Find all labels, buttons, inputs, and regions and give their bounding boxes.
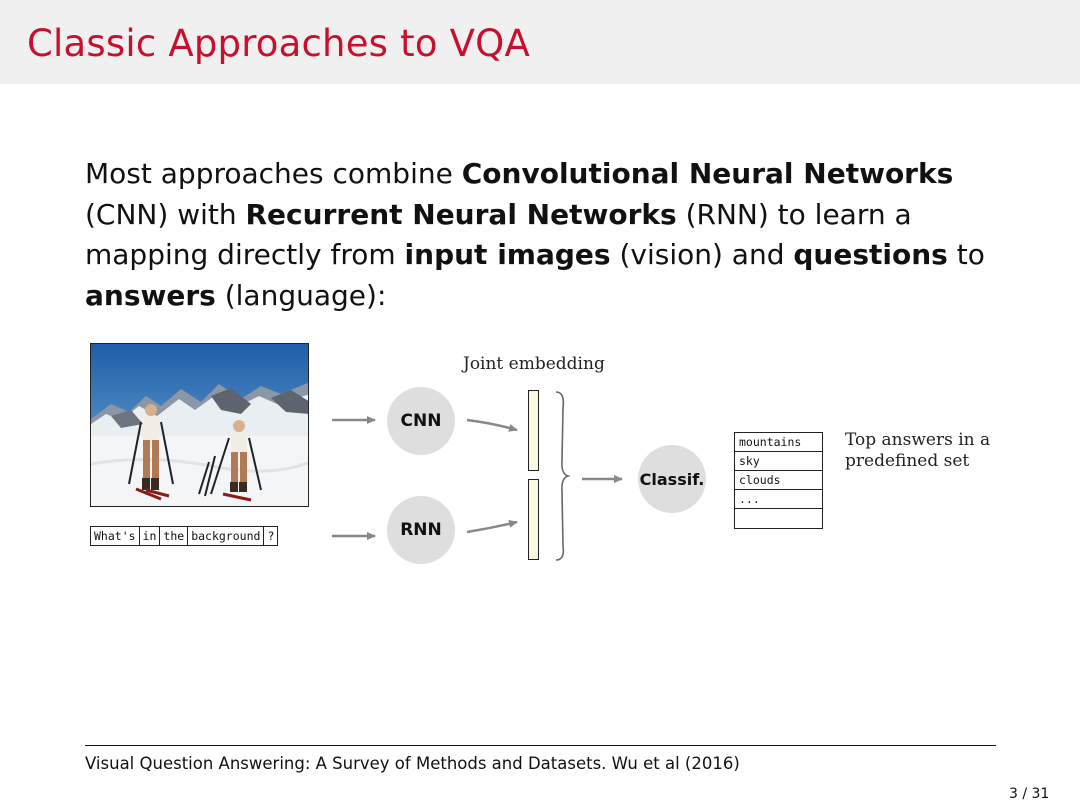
- body-paragraph: Most approaches combine Convolutional Ne…: [85, 154, 985, 316]
- question-tokens: What's in the background ?: [90, 526, 279, 546]
- answer-item: sky: [735, 452, 822, 471]
- answers-caption: Top answers in a predefined set: [845, 430, 991, 471]
- body-bold-input-images: input images: [404, 238, 611, 271]
- body-text-3: (RNN) to learn a mapping directly from: [85, 197, 912, 272]
- answer-item: mountains: [735, 433, 822, 452]
- joint-embedding-label: Joint embedding: [463, 354, 605, 374]
- slide-title: Classic Approaches to VQA: [27, 22, 530, 65]
- footnote-rule: [85, 745, 996, 746]
- answer-item: clouds: [735, 471, 822, 490]
- title-bar: Classic Approaches to VQA: [0, 0, 1080, 84]
- question-token: ?: [267, 529, 275, 543]
- body-bold-questions: questions: [793, 238, 948, 271]
- answer-item: ...: [735, 490, 822, 509]
- cnn-node: CNN: [387, 387, 455, 455]
- answer-item: [735, 509, 822, 528]
- classifier-node: Classif.: [638, 445, 706, 513]
- question-embedding-bar: [528, 479, 539, 560]
- question-token: What's: [91, 527, 140, 545]
- body-text-2: (CNN) with: [85, 197, 246, 231]
- image-embedding-bar: [528, 390, 539, 471]
- arrow-cnn-to-embedding: [466, 418, 518, 432]
- brace-icon: [555, 391, 571, 561]
- skiers-photo: [90, 343, 309, 507]
- body-text-1: Most approaches combine: [85, 157, 462, 190]
- question-token: the: [160, 527, 189, 545]
- arrow-rnn-to-embedding: [466, 519, 518, 534]
- page-number: 3 / 31: [1009, 786, 1050, 802]
- body-bold-answers: answers: [85, 278, 216, 312]
- body-bold-cnn: Convolutional Neural Networks: [461, 157, 954, 190]
- question-token: in: [140, 527, 161, 545]
- body-text-5: to: [947, 238, 985, 271]
- question-token: background: [188, 527, 265, 545]
- answers-list: mountains sky clouds ...: [734, 432, 823, 529]
- body-bold-rnn: Recurrent Neural Networks: [245, 197, 677, 231]
- body-text-4: (vision) and: [610, 238, 794, 271]
- body-text-6: (language):: [215, 278, 387, 312]
- rnn-node: RNN: [387, 496, 455, 564]
- citation: Visual Question Answering: A Survey of M…: [85, 754, 740, 773]
